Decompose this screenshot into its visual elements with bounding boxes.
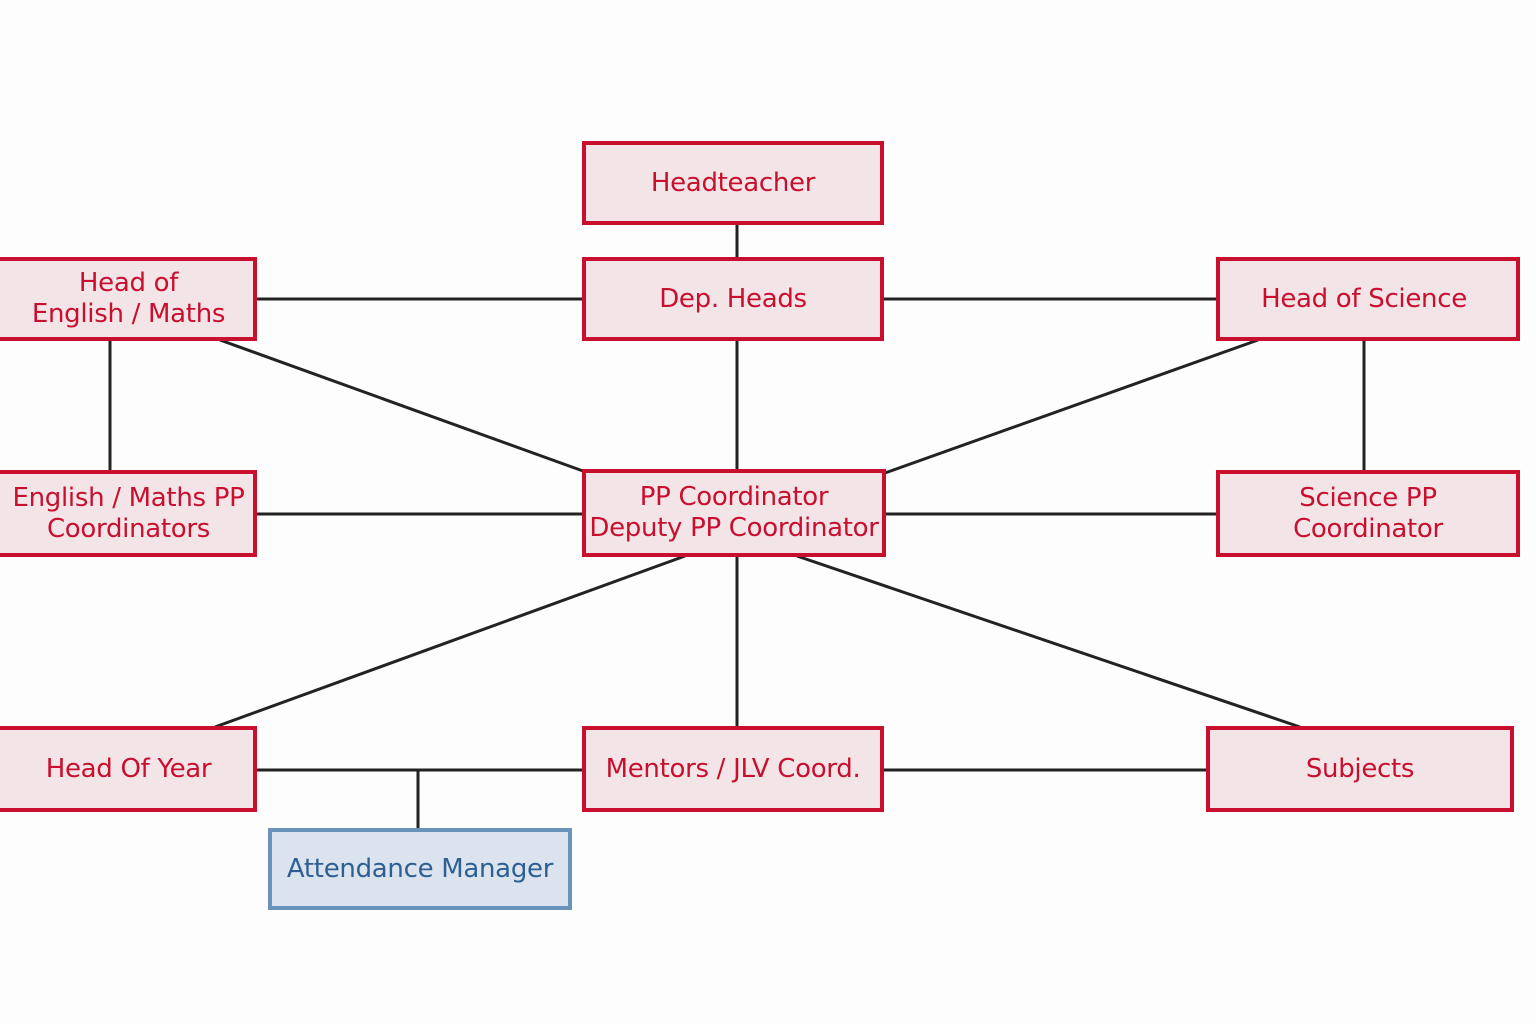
edge-head-eng-maths-pp-coord: [219, 338, 584, 473]
node-english-maths-pp-coordinators: English / Maths PP Coordinators: [0, 470, 257, 557]
node-subjects: Subjects: [1206, 726, 1514, 812]
edge-head-science-pp-coord: [884, 338, 1259, 475]
node-head-english-maths: Head of English / Maths: [0, 257, 257, 341]
node-head-of-science: Head of Science: [1216, 257, 1520, 341]
node-science-pp-coordinator: Science PP Coordinator: [1216, 470, 1520, 557]
node-mentors-jlv-coord: Mentors / JLV Coord.: [582, 726, 884, 812]
edge-pp-coord-subjects: [796, 554, 1301, 729]
edge-pp-coord-head-of-year: [214, 554, 686, 729]
node-pp-coordinator: PP Coordinator Deputy PP Coordinator: [582, 469, 886, 557]
node-dep-heads: Dep. Heads: [582, 257, 884, 341]
node-head-of-year: Head Of Year: [0, 726, 257, 812]
node-headteacher: Headteacher: [582, 141, 884, 225]
node-attendance-manager: Attendance Manager: [268, 828, 572, 910]
